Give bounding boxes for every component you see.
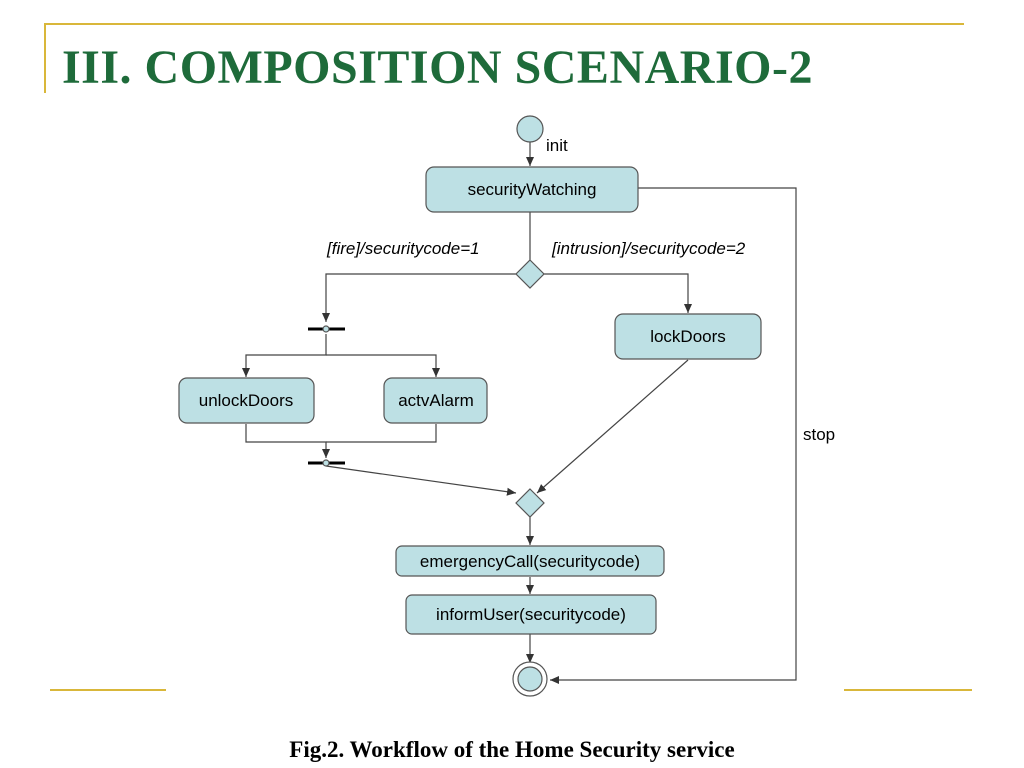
title-rule-top bbox=[44, 23, 964, 25]
node-inform-user bbox=[405, 594, 657, 635]
edge-unlock-to-join bbox=[245, 424, 330, 458]
footer-rule-right bbox=[844, 689, 972, 691]
workflow-diagram: securityWatching lockDoors unlockDoors a… bbox=[178, 115, 836, 697]
node-security-watching bbox=[425, 166, 639, 213]
node-unlock-doors bbox=[178, 377, 315, 424]
edge-fork-to-alarm bbox=[326, 354, 440, 377]
node-actv-alarm-label: actvAlarm bbox=[398, 391, 474, 410]
node-emergency-call bbox=[395, 545, 665, 577]
node-security-watching-label: securityWatching bbox=[468, 180, 597, 199]
edge-stop bbox=[550, 187, 797, 684]
join-bar-port bbox=[322, 459, 330, 467]
edge-alarm-to-join bbox=[326, 424, 437, 443]
footer-rule-left bbox=[50, 689, 166, 691]
title-rule-left bbox=[44, 23, 46, 93]
final-node bbox=[517, 666, 543, 692]
edge-fire-branch bbox=[322, 273, 516, 322]
edge-label-intrusion: [intrusion]/securitycode=2 bbox=[551, 239, 746, 258]
edge-label-fire: [fire]/securitycode=1 bbox=[326, 239, 480, 258]
decision-node bbox=[515, 259, 545, 289]
edge-label-stop: stop bbox=[803, 425, 835, 444]
slide-title: III. COMPOSITION SCENARIO-2 bbox=[62, 41, 813, 94]
node-emergency-call-label: emergencyCall(securitycode) bbox=[420, 552, 640, 571]
node-actv-alarm bbox=[383, 377, 488, 424]
merge-node bbox=[515, 488, 545, 518]
figure-caption: Fig.2. Workflow of the Home Security ser… bbox=[289, 737, 735, 762]
edge-fork-to-unlock bbox=[242, 334, 327, 377]
edge-label-init: init bbox=[546, 136, 568, 155]
node-inform-user-label: informUser(securitycode) bbox=[436, 605, 626, 624]
edge-intrusion-branch bbox=[544, 273, 692, 313]
fork-bar-port bbox=[322, 325, 330, 333]
edge-join-to-merge bbox=[325, 465, 517, 496]
node-unlock-doors-label: unlockDoors bbox=[199, 391, 294, 410]
edge-lock-to-merge bbox=[536, 359, 689, 494]
initial-node bbox=[516, 115, 544, 143]
node-lock-doors-label: lockDoors bbox=[650, 327, 726, 346]
node-lock-doors bbox=[614, 313, 762, 360]
